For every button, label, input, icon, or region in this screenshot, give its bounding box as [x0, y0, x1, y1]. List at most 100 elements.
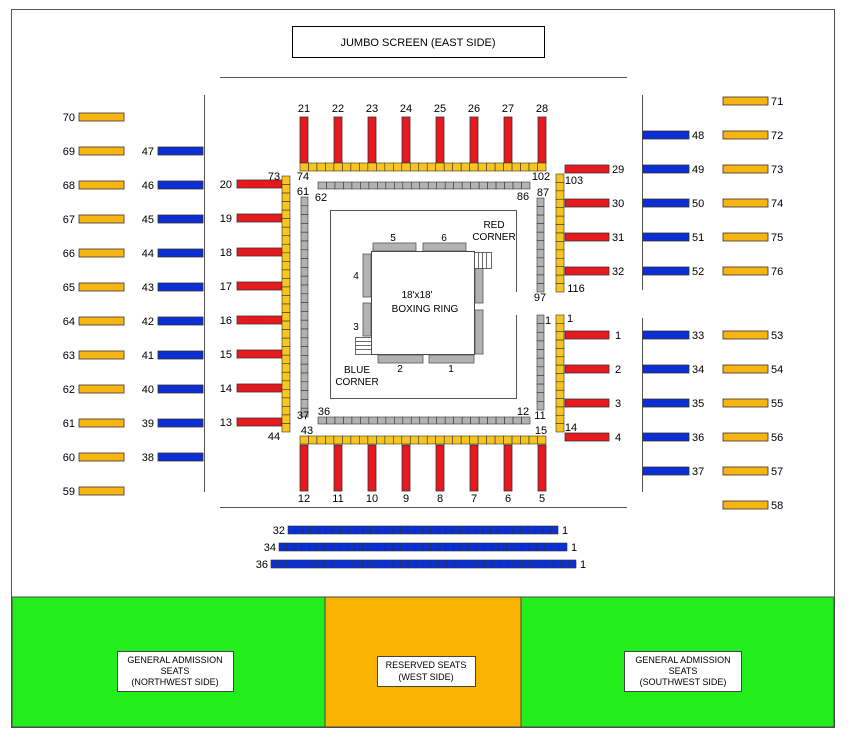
bleacher-seat	[512, 525, 521, 535]
seat-row-label: 54	[771, 364, 783, 376]
bleacher-seat	[407, 559, 417, 569]
press-seat	[300, 205, 309, 215]
reserved-label-1: RESERVED SEATS	[386, 660, 467, 670]
press-seat	[300, 293, 309, 303]
press-seat	[536, 257, 545, 267]
ringside-seat	[520, 162, 530, 172]
seat-row-label: 28	[536, 103, 548, 115]
bleacher-seat	[520, 525, 529, 535]
seat-row-75	[722, 232, 769, 242]
reserved-label-2: (WEST SIDE)	[398, 672, 453, 682]
seat-row-label: 3	[615, 398, 621, 410]
press-seat	[536, 383, 545, 394]
bleacher-seat	[331, 559, 340, 569]
ringside-seat	[281, 269, 291, 279]
press-seat	[536, 248, 545, 259]
northwest-label-3: (NORTHWEST SIDE)	[131, 677, 218, 687]
press-seat-label: 97	[534, 292, 546, 304]
ringside-seat	[325, 162, 335, 172]
seat-row-label: 26	[468, 103, 480, 115]
ringside-seat	[281, 303, 291, 313]
press-seat	[385, 416, 395, 425]
bleacher-seat	[438, 559, 447, 569]
press-seat	[300, 390, 309, 400]
seat-row-label: 52	[692, 266, 704, 278]
seat-row-label: 44	[142, 248, 154, 260]
ringside-seat	[486, 162, 496, 172]
ringside-seat	[443, 162, 453, 172]
bleacher-seat	[354, 542, 363, 552]
ringside-seat	[486, 435, 496, 445]
seat-row-66	[78, 248, 125, 258]
press-seat	[351, 416, 361, 425]
bleacher-seat	[537, 559, 546, 569]
bleacher-seat	[316, 542, 325, 552]
press-seat	[536, 349, 545, 359]
bleacher-seat	[437, 542, 447, 552]
press-seat	[300, 319, 309, 330]
ringside-seat	[308, 435, 318, 445]
press-seat	[487, 416, 497, 425]
bleacher-seat	[499, 559, 508, 569]
press-seat-label: 11	[534, 410, 545, 422]
press-seat	[470, 416, 480, 425]
seat-row-label: 56	[771, 432, 783, 444]
ringside-seat	[555, 356, 565, 366]
ringside-seat	[401, 162, 411, 172]
bleacher-seat	[445, 525, 454, 535]
seat-row-59	[78, 486, 125, 496]
press-seat	[478, 416, 488, 425]
seat-row-44	[157, 248, 204, 258]
ringside-seat	[281, 354, 291, 365]
seat-row-label: 2	[615, 364, 621, 376]
press-seat	[300, 381, 309, 391]
seat-row-37	[642, 466, 690, 476]
ringside-seat-label: 103	[565, 175, 583, 187]
ringside-seat	[460, 162, 470, 172]
bleacher-seat	[302, 525, 311, 535]
seat-row-76	[722, 266, 769, 276]
seat-row-label: 74	[771, 198, 783, 210]
seat-row-label: 64	[63, 316, 75, 328]
ringside-seat	[281, 414, 291, 424]
seat-row-label: 13	[220, 417, 232, 429]
ringside-seat	[384, 162, 394, 172]
seat-row-70	[78, 112, 125, 122]
ring-post-1	[428, 354, 475, 364]
bleacher-seat	[497, 525, 506, 535]
bleacher-seat	[460, 542, 469, 552]
ringside-seat	[555, 232, 565, 242]
bleacher-seat	[362, 559, 371, 569]
seat-row-27	[503, 116, 513, 164]
bleacher-seat	[430, 559, 440, 569]
seat-row-28	[537, 116, 547, 164]
seat-row-label: 35	[692, 398, 704, 410]
seat-row-label: 73	[771, 164, 783, 176]
press-seat-label: 87	[537, 187, 549, 199]
bleacher-seat	[461, 559, 470, 569]
seat-row-label: 23	[366, 103, 378, 115]
jumbo-screen-label: JUMBO SCREEN (EAST SIDE)	[340, 37, 495, 49]
bleacher-seat	[437, 525, 446, 535]
press-seat	[444, 416, 454, 425]
seat-row-52	[642, 266, 690, 276]
seat-row-label: 33	[692, 330, 704, 342]
seat-row-18	[236, 247, 283, 257]
ringside-seat	[469, 435, 479, 445]
ringside-seat	[281, 423, 291, 433]
ringside-seat	[281, 380, 291, 390]
ringside-seat	[537, 162, 547, 172]
bleacher-seat	[384, 542, 393, 552]
ringside-seat	[299, 435, 309, 445]
ringside-seat	[555, 364, 565, 374]
seat-row-label: 62	[63, 384, 75, 396]
seat-row-label: 48	[692, 130, 704, 142]
seat-row-24	[401, 116, 411, 164]
seat-row-label: 72	[771, 130, 783, 142]
seat-row-56	[722, 432, 769, 442]
seat-row-23	[367, 116, 377, 164]
bleacher-seat	[415, 559, 424, 569]
seat-row-label: 19	[220, 213, 232, 225]
seat-row-label: 46	[142, 180, 154, 192]
bleacher-seat	[490, 525, 499, 535]
